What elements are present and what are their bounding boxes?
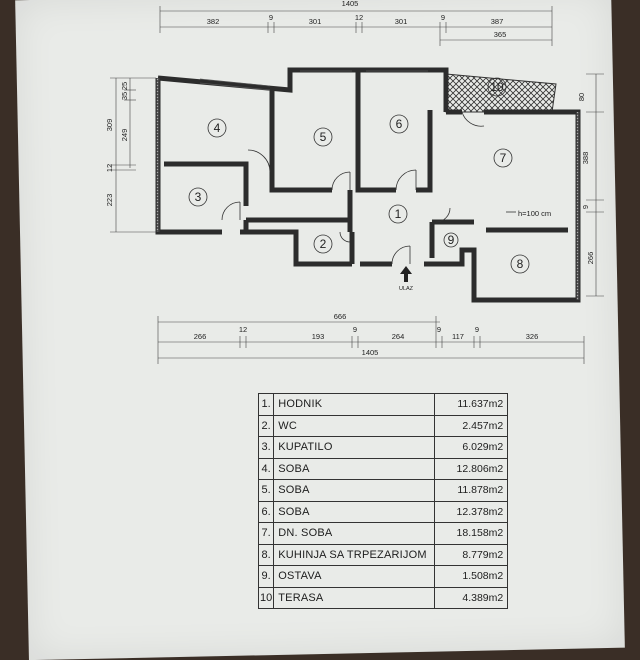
table-row: 6. SOBA 12.378m2 <box>257 500 509 523</box>
dim-right-seg: 80 <box>577 93 586 101</box>
room-name: DN. SOBA <box>273 522 436 545</box>
dim-bottom-seg: 12 <box>239 325 247 334</box>
room-number: 6. <box>257 500 275 523</box>
room-area: 11.878m2 <box>434 479 509 502</box>
kitchen-counter-label: h=100 cm <box>518 209 551 218</box>
doors <box>221 111 485 265</box>
room-name: SOBA <box>273 457 436 480</box>
room-number: 7. <box>257 522 275 545</box>
room-marker-4: 4 <box>214 121 221 135</box>
room-number: 3. <box>257 436 275 459</box>
dim-left-seg: 12 <box>105 164 114 172</box>
room-number: 9. <box>257 565 275 588</box>
dim-bottom-seg: 193 <box>312 332 325 341</box>
dim-top-total: 1405 <box>342 0 359 8</box>
dim-left-seg: 309 <box>105 119 114 132</box>
room-number: 1. <box>257 393 275 416</box>
room-number: 8. <box>257 543 275 566</box>
dim-bottom-partial: 666 <box>334 312 347 321</box>
table-row: 4. SOBA 12.806m2 <box>257 457 509 480</box>
entrance-arrow <box>400 266 412 282</box>
table-row: 5. SOBA 11.878m2 <box>257 479 509 502</box>
dim-top-seg: 382 <box>207 17 220 26</box>
room-name: SOBA <box>273 500 436 523</box>
room-marker-3: 3 <box>195 190 202 204</box>
dim-top-seg: 9 <box>269 13 273 22</box>
dim-left-seg: 223 <box>105 194 114 207</box>
right-dimension-lines <box>586 73 604 297</box>
dim-left-seg: 25 <box>120 82 129 90</box>
table-row: 2. WC 2.457m2 <box>257 414 509 437</box>
table-row: 3. KUPATILO 6.029m2 <box>257 436 509 459</box>
dim-bottom-seg: 9 <box>437 325 441 334</box>
room-area: 12.378m2 <box>434 500 509 523</box>
room-number: 10 <box>257 586 275 609</box>
dim-bottom-seg: 326 <box>526 332 539 341</box>
room-name: KUHINJA SA TRPEZARIJOM <box>273 543 436 566</box>
room-marker-8: 8 <box>517 257 524 271</box>
dim-bottom-seg: 9 <box>353 325 357 334</box>
room-name: OSTAVA <box>273 565 436 588</box>
room-area: 8.779m2 <box>434 543 509 566</box>
room-marker-10: 10 <box>490 80 504 94</box>
room-marker-1: 1 <box>395 207 402 221</box>
room-marker-7: 7 <box>500 151 507 165</box>
room-marker-9: 9 <box>448 233 455 247</box>
table-row: 8. KUHINJA SA TRPEZARIJOM 8.779m2 <box>257 543 509 566</box>
table-row: 9. OSTAVA 1.508m2 <box>257 565 509 588</box>
room-number: 4. <box>257 457 275 480</box>
room-marker-2: 2 <box>320 237 327 251</box>
dim-top-seg: 9 <box>441 13 445 22</box>
dim-bottom-total: 1405 <box>362 348 379 357</box>
room-marker-6: 6 <box>396 117 403 131</box>
dim-right-seg: 9 <box>581 205 590 209</box>
room-area-table: 1. HODNIK 11.637m2 2. WC 2.457m2 3. KUPA… <box>257 393 509 609</box>
dim-top-seg: 301 <box>395 17 408 26</box>
dim-bottom-seg: 266 <box>194 332 207 341</box>
room-name: HODNIK <box>273 393 436 416</box>
room-markers <box>188 77 530 274</box>
room-area: 2.457m2 <box>434 414 509 437</box>
dim-right-seg: 266 <box>586 252 595 265</box>
room-name: TERASA <box>273 586 436 609</box>
table-row: 1. HODNIK 11.637m2 <box>257 393 509 416</box>
top-dimension-lines <box>159 6 553 46</box>
dim-right-seg: 388 <box>581 152 590 165</box>
bottom-dimension-lines <box>157 316 585 364</box>
room-marker-5: 5 <box>320 130 327 144</box>
entrance-label: ULAZ <box>399 286 414 292</box>
table-row: 7. DN. SOBA 18.158m2 <box>257 522 509 545</box>
room-area: 18.158m2 <box>434 522 509 545</box>
room-area: 4.389m2 <box>434 586 509 609</box>
room-name: SOBA <box>273 479 436 502</box>
floor-plan: 1405 382 9 301 12 301 9 387 365 309 249 … <box>105 0 604 364</box>
room-area: 1.508m2 <box>434 565 509 588</box>
dim-bottom-seg: 117 <box>452 332 464 341</box>
wall-texture <box>156 78 580 300</box>
dim-top-seg: 12 <box>355 13 363 22</box>
room-area: 11.637m2 <box>434 393 509 416</box>
room-name: KUPATILO <box>273 436 436 459</box>
dim-left-seg: 35 <box>120 92 129 100</box>
dim-left-seg: 249 <box>120 129 129 142</box>
room-area: 12.806m2 <box>434 457 509 480</box>
table-row: 10 TERASA 4.389m2 <box>257 586 509 609</box>
room-area: 6.029m2 <box>434 436 509 459</box>
windows <box>199 70 428 91</box>
dim-bottom-seg: 264 <box>392 332 405 341</box>
dim-top-seg: 301 <box>309 17 322 26</box>
dim-top-sub: 365 <box>494 30 507 39</box>
room-number: 2. <box>257 414 275 437</box>
room-number: 5. <box>257 479 275 502</box>
dim-bottom-seg: 9 <box>475 325 479 334</box>
room-name: WC <box>273 414 436 437</box>
left-dimension-lines <box>110 77 156 233</box>
dim-top-seg: 387 <box>491 17 504 26</box>
